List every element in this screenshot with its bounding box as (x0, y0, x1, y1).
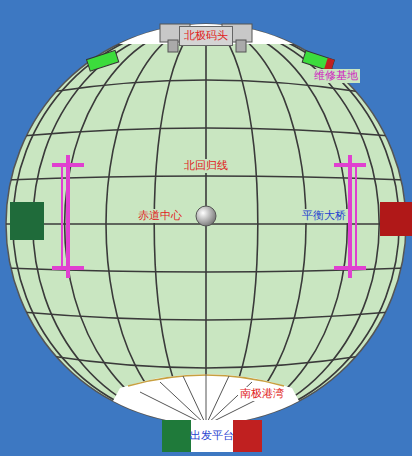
magenta-bars (52, 155, 366, 278)
center-sphere (196, 206, 216, 226)
node-label: 北极码头 (184, 29, 228, 42)
tropic-label: 北回归线 (182, 159, 230, 172)
left-block (10, 202, 44, 240)
start-platform-box: 出发平台 (186, 427, 238, 445)
polar-caps (0, 10, 412, 440)
right-block (380, 202, 412, 236)
bottom-flag (162, 420, 262, 452)
left-dock (87, 50, 119, 71)
center-label: 赤道中心 (136, 209, 184, 222)
grid-lines (1, 24, 411, 424)
bridge-label: 平衡大桥 (300, 209, 348, 222)
north-dock-box: 北极码头 (179, 26, 233, 46)
node-label: 出发平台 (190, 429, 234, 442)
south-harbor-label: 南极港湾 (238, 387, 286, 400)
right-dock (302, 51, 334, 72)
north-building (160, 24, 252, 52)
repair-base-label: 维修基地 (312, 69, 360, 82)
